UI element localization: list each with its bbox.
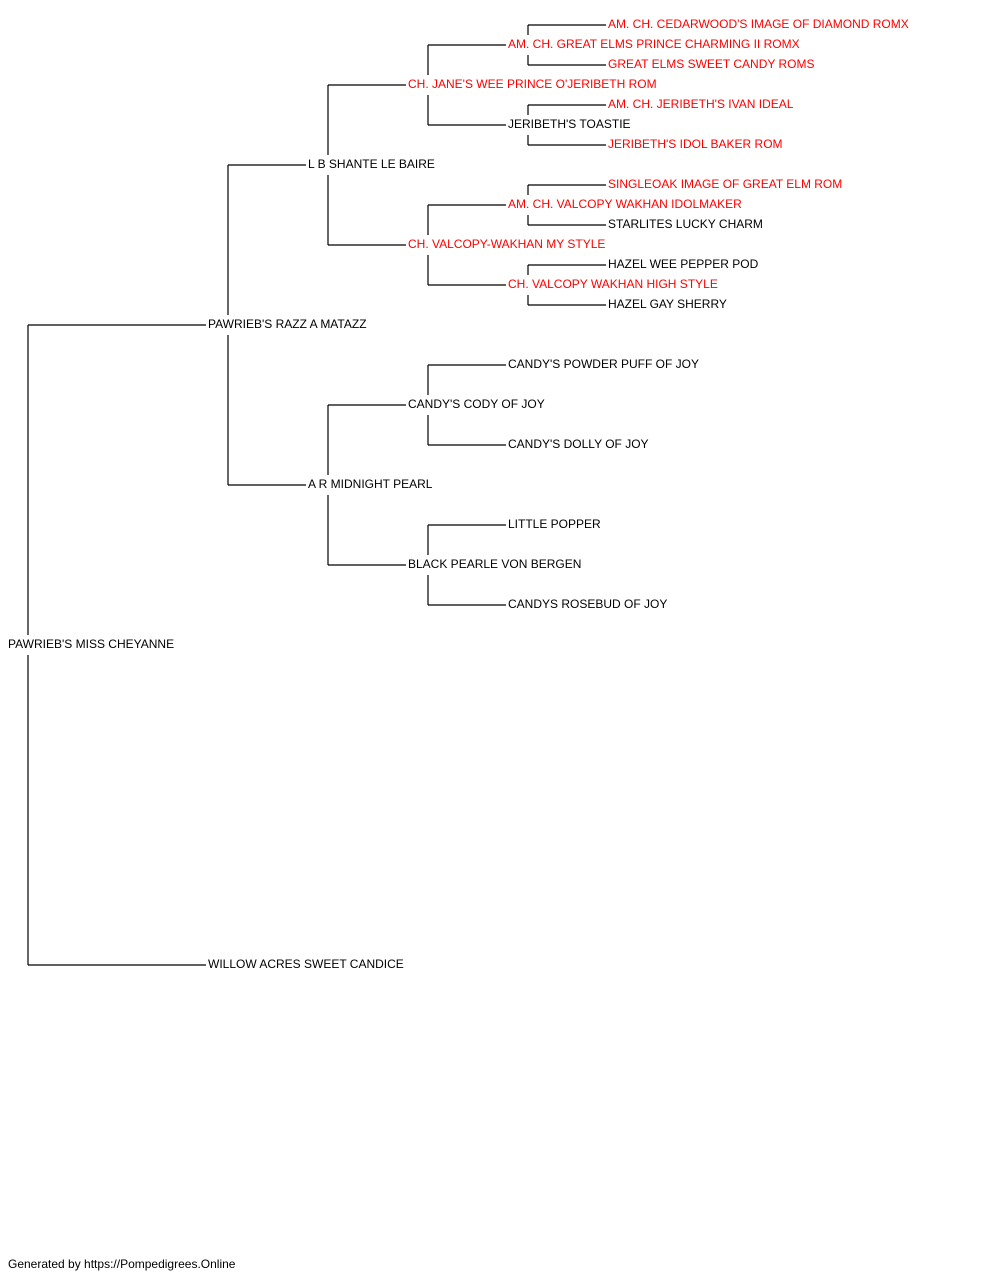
pedigree-name-gen4: AM. CH. GREAT ELMS PRINCE CHARMING II RO… — [508, 37, 800, 51]
pedigree-name-gen5: AM. CH. CEDARWOOD'S IMAGE OF DIAMOND ROM… — [608, 17, 909, 31]
pedigree-name-gen2: L B SHANTE LE BAIRE — [308, 157, 435, 171]
pedigree-name-gen4: LITTLE POPPER — [508, 517, 601, 531]
pedigree-name-gen4: CANDYS ROSEBUD OF JOY — [508, 597, 668, 611]
pedigree-name-gen0: PAWRIEB'S MISS CHEYANNE — [8, 637, 175, 651]
pedigree-name-gen5: SINGLEOAK IMAGE OF GREAT ELM ROM — [608, 177, 843, 191]
pedigree-name-gen3: BLACK PEARLE VON BERGEN — [408, 557, 582, 571]
pedigree-name-gen5: GREAT ELMS SWEET CANDY ROMS — [608, 57, 815, 71]
pedigree-name-gen1: PAWRIEB'S RAZZ A MATAZZ — [208, 317, 367, 331]
pedigree-name-gen5: AM. CH. JERIBETH'S IVAN IDEAL — [608, 97, 794, 111]
pedigree-name-gen5: HAZEL GAY SHERRY — [608, 297, 727, 311]
pedigree-name-gen5: HAZEL WEE PEPPER POD — [608, 257, 759, 271]
pedigree-name-gen5: STARLITES LUCKY CHARM — [608, 217, 763, 231]
pedigree-name-gen4: CH. VALCOPY WAKHAN HIGH STYLE — [508, 277, 718, 291]
pedigree-name-gen4: CANDY'S POWDER PUFF OF JOY — [508, 357, 699, 371]
pedigree-name-gen3: CH. JANE'S WEE PRINCE O'JERIBETH ROM — [408, 77, 657, 91]
footer-credit: Generated by https://Pompedigrees.Online — [8, 1257, 236, 1271]
pedigree-name-gen2: A R MIDNIGHT PEARL — [308, 477, 433, 491]
pedigree-name-gen3: CANDY'S CODY OF JOY — [408, 397, 545, 411]
pedigree-name-gen1: WILLOW ACRES SWEET CANDICE — [208, 957, 404, 971]
pedigree-name-gen4: CANDY'S DOLLY OF JOY — [508, 437, 649, 451]
pedigree-name-gen3: CH. VALCOPY-WAKHAN MY STYLE — [408, 237, 606, 251]
pedigree-name-gen5: JERIBETH'S IDOL BAKER ROM — [608, 137, 783, 151]
pedigree-name-gen4: AM. CH. VALCOPY WAKHAN IDOLMAKER — [508, 197, 742, 211]
pedigree-name-gen4: JERIBETH'S TOASTIE — [508, 117, 631, 131]
